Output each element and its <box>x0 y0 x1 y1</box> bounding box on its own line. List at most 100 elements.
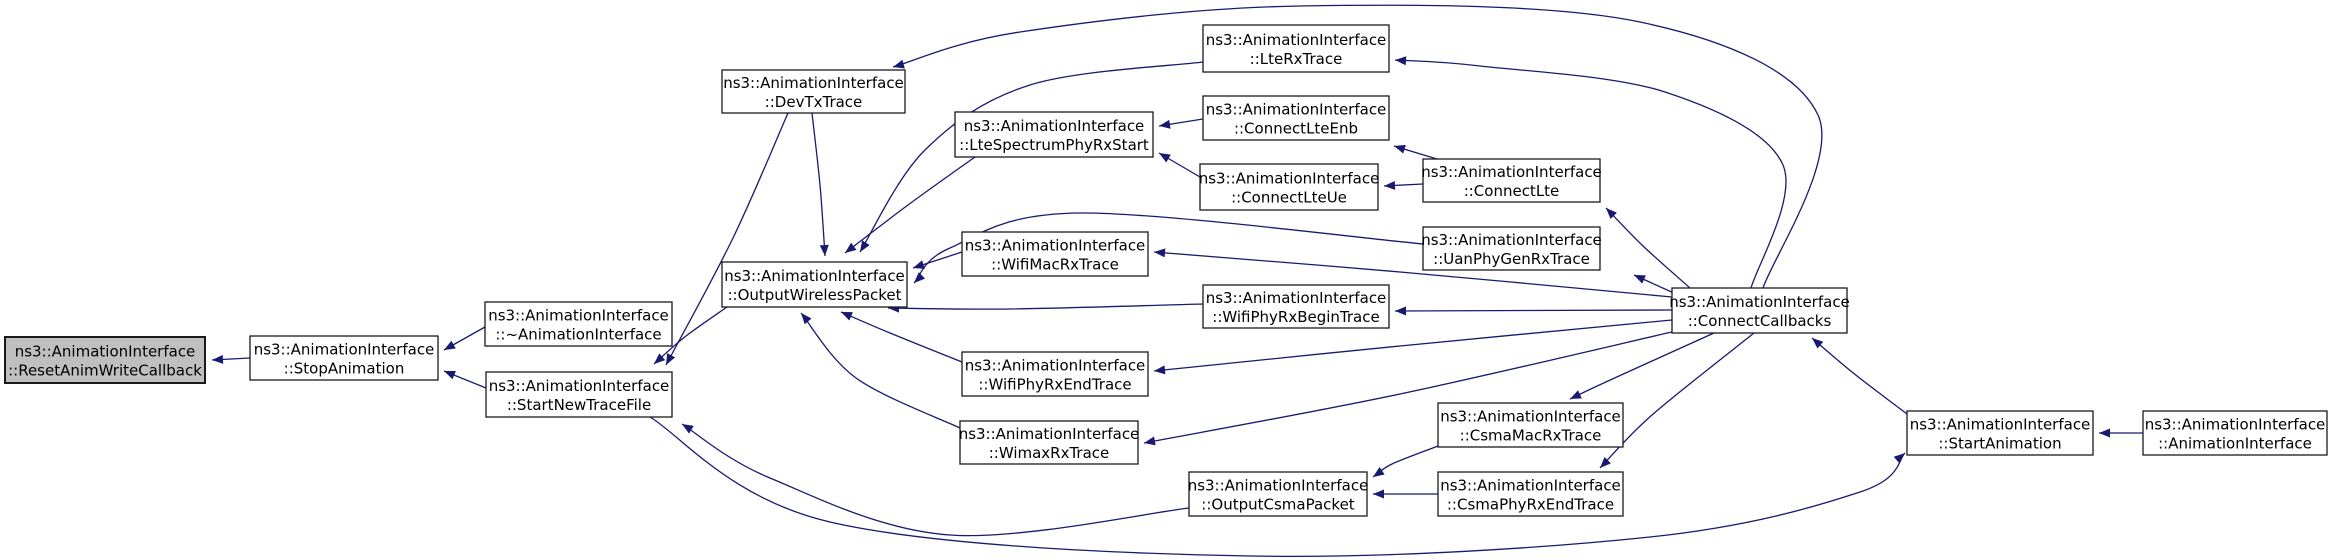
node-label-wifi-phy-rx-end-trace-line1: ns3::AnimationInterface <box>965 357 1146 375</box>
node-wifi-phy-rx-begin-trace[interactable]: ns3::AnimationInterface::WifiPhyRxBeginT… <box>1202 284 1390 329</box>
node-box-wimax-rx-trace[interactable] <box>959 420 1139 465</box>
node-label-wifi-mac-rx-trace-line1: ns3::AnimationInterface <box>965 237 1146 255</box>
edge-connect-callbacks-to-dev-tx-trace <box>892 4 1823 289</box>
node-wimax-rx-trace[interactable]: ns3::AnimationInterface::WimaxRxTrace <box>959 420 1140 465</box>
node-box-wifi-mac-rx-trace[interactable] <box>961 231 1149 277</box>
node-label-csma-mac-rx-trace-line1: ns3::AnimationInterface <box>1440 408 1621 426</box>
node-dtor-animation-interface[interactable]: ns3::AnimationInterface::~AnimationInter… <box>484 301 673 347</box>
node-csma-mac-rx-trace[interactable]: ns3::AnimationInterface::CsmaMacRxTrace <box>1437 402 1624 448</box>
node-box-connect-callbacks[interactable] <box>1671 287 1848 334</box>
node-box-lte-spectrum-phy-rx-start[interactable] <box>954 111 1154 158</box>
node-box-animation-interface[interactable] <box>2142 410 2328 456</box>
node-label-connect-callbacks-line2: ::ConnectCallbacks <box>1688 312 1832 330</box>
node-box-output-wireless-packet[interactable] <box>721 261 908 308</box>
node-label-wifi-phy-rx-begin-trace-line2: ::WifiPhyRxBeginTrace <box>1212 308 1379 326</box>
node-label-connect-lte-ue-line1: ns3::AnimationInterface <box>1199 170 1380 188</box>
node-start-animation[interactable]: ns3::AnimationInterface::StartAnimation <box>1906 410 2094 456</box>
edge-connect-lte-enb-to-lte-spectrum-phy-rx-start <box>1158 118 1204 129</box>
edge-wifi-phy-rx-begin-trace-to-output-wireless-packet <box>887 303 1204 313</box>
node-label-dev-tx-trace-line1: ns3::AnimationInterface <box>723 74 904 92</box>
node-label-dtor-animation-interface-line2: ::~AnimationInterface <box>495 326 661 344</box>
node-dev-tx-trace[interactable]: ns3::AnimationInterface::DevTxTrace <box>721 69 906 114</box>
node-box-wifi-phy-rx-begin-trace[interactable] <box>1202 284 1390 329</box>
node-label-connect-lte-enb-line1: ns3::AnimationInterface <box>1206 101 1387 119</box>
node-label-output-wireless-packet-line2: ::OutputWirelessPacket <box>727 286 901 304</box>
node-box-output-csma-packet[interactable] <box>1188 471 1368 517</box>
node-label-connect-lte-enb-line2: ::ConnectLteEnb <box>1234 120 1358 138</box>
edge-connect-callbacks-to-wifi-phy-rx-begin-trace <box>1394 306 1673 316</box>
edge-connect-callbacks-to-csma-phy-rx-end-trace <box>1599 332 1755 469</box>
node-box-csma-phy-rx-end-trace[interactable] <box>1437 471 1624 517</box>
node-box-connect-lte-ue[interactable] <box>1199 163 1379 211</box>
node-label-lte-rx-trace-line1: ns3::AnimationInterface <box>1206 31 1387 49</box>
edge-csma-mac-rx-trace-to-output-csma-packet <box>1372 445 1439 478</box>
edge-connect-callbacks-to-lte-rx-trace <box>1394 56 1787 289</box>
edge-dev-tx-trace-to-output-wireless-packet <box>811 112 829 257</box>
edge-uan-phy-gen-rx-trace-to-output-wireless-packet <box>913 212 1424 284</box>
node-animation-interface[interactable]: ns3::AnimationInterface::AnimationInterf… <box>2142 410 2328 456</box>
edge-connect-callbacks-to-wimax-rx-trace <box>1143 330 1677 446</box>
node-label-wimax-rx-trace-line2: ::WimaxRxTrace <box>989 444 1110 462</box>
node-label-csma-phy-rx-end-trace-line1: ns3::AnimationInterface <box>1440 477 1621 495</box>
node-lte-rx-trace[interactable]: ns3::AnimationInterface::LteRxTrace <box>1202 24 1390 73</box>
node-label-output-wireless-packet-line1: ns3::AnimationInterface <box>724 267 905 285</box>
node-csma-phy-rx-end-trace[interactable]: ns3::AnimationInterface::CsmaPhyRxEndTra… <box>1437 471 1624 517</box>
node-wifi-mac-rx-trace[interactable]: ns3::AnimationInterface::WifiMacRxTrace <box>961 231 1149 277</box>
node-box-wifi-phy-rx-end-trace[interactable] <box>961 351 1149 397</box>
edge-connect-callbacks-to-csma-mac-rx-trace <box>1569 332 1715 400</box>
node-box-dtor-animation-interface[interactable] <box>484 301 673 347</box>
edge-connect-lte-to-connect-lte-ue <box>1383 180 1424 190</box>
node-output-csma-packet[interactable]: ns3::AnimationInterface::OutputCsmaPacke… <box>1188 471 1369 517</box>
node-box-start-animation[interactable] <box>1906 410 2094 456</box>
node-box-start-new-trace-file[interactable] <box>485 371 673 418</box>
edge-start-new-trace-file-to-stop-animation <box>443 370 487 389</box>
node-label-start-new-trace-file-line1: ns3::AnimationInterface <box>489 377 670 395</box>
node-label-start-animation-line1: ns3::AnimationInterface <box>1910 416 2091 434</box>
node-label-uan-phy-gen-rx-trace-line2: ::UanPhyGenRxTrace <box>1433 250 1590 268</box>
node-box-dev-tx-trace[interactable] <box>721 69 906 114</box>
node-label-wifi-phy-rx-begin-trace-line1: ns3::AnimationInterface <box>1206 289 1387 307</box>
node-label-output-csma-packet-line1: ns3::AnimationInterface <box>1188 477 1369 495</box>
node-box-reset-anim-write-callback[interactable] <box>4 336 206 384</box>
edge-wifi-phy-rx-end-trace-to-output-wireless-packet <box>840 311 963 363</box>
node-label-wimax-rx-trace-line1: ns3::AnimationInterface <box>959 425 1140 443</box>
node-output-wireless-packet[interactable]: ns3::AnimationInterface::OutputWirelessP… <box>721 261 908 308</box>
node-box-stop-animation[interactable] <box>249 335 439 381</box>
node-lte-spectrum-phy-rx-start[interactable]: ns3::AnimationInterface::LteSpectrumPhyR… <box>954 111 1154 158</box>
edge-output-wireless-packet-to-start-new-trace-file <box>653 306 728 365</box>
edge-lte-rx-trace-to-output-wireless-packet <box>859 61 1204 253</box>
node-label-wifi-phy-rx-end-trace-line2: ::WifiPhyRxEndTrace <box>978 376 1131 394</box>
node-connect-lte-enb[interactable]: ns3::AnimationInterface::ConnectLteEnb <box>1202 95 1390 141</box>
node-label-uan-phy-gen-rx-trace-line1: ns3::AnimationInterface <box>1421 231 1602 249</box>
nodes-layer: ns3::AnimationInterface::ResetAnimWriteC… <box>4 24 2328 517</box>
node-wifi-phy-rx-end-trace[interactable]: ns3::AnimationInterface::WifiPhyRxEndTra… <box>961 351 1149 397</box>
node-box-connect-lte[interactable] <box>1422 158 1601 203</box>
node-label-csma-mac-rx-trace-line2: ::CsmaMacRxTrace <box>1460 427 1602 445</box>
node-connect-lte-ue[interactable]: ns3::AnimationInterface::ConnectLteUe <box>1199 163 1380 211</box>
node-box-uan-phy-gen-rx-trace[interactable] <box>1422 226 1601 271</box>
node-uan-phy-gen-rx-trace[interactable]: ns3::AnimationInterface::UanPhyGenRxTrac… <box>1421 226 1602 271</box>
node-label-reset-anim-write-callback-line1: ns3::AnimationInterface <box>15 343 196 361</box>
node-label-connect-lte-ue-line2: ::ConnectLteUe <box>1231 189 1347 207</box>
node-reset-anim-write-callback[interactable]: ns3::AnimationInterface::ResetAnimWriteC… <box>4 336 206 384</box>
node-connect-callbacks[interactable]: ns3::AnimationInterface::ConnectCallback… <box>1669 287 1850 334</box>
node-box-connect-lte-enb[interactable] <box>1202 95 1390 141</box>
node-label-connect-lte-line2: ::ConnectLte <box>1464 182 1560 200</box>
node-connect-lte[interactable]: ns3::AnimationInterface::ConnectLte <box>1421 158 1602 203</box>
node-box-lte-rx-trace[interactable] <box>1202 24 1390 73</box>
node-stop-animation[interactable]: ns3::AnimationInterface::StopAnimation <box>249 335 439 381</box>
edge-connect-callbacks-to-wifi-phy-rx-end-trace <box>1153 319 1673 375</box>
edge-wimax-rx-trace-to-output-wireless-packet <box>800 312 961 429</box>
node-label-start-animation-line2: ::StartAnimation <box>1938 435 2061 453</box>
node-label-output-csma-packet-line2: ::OutputCsmaPacket <box>1201 496 1354 514</box>
edge-start-new-trace-file-to-start-animation <box>649 416 1906 558</box>
edge-connect-lte-ue-to-lte-spectrum-phy-rx-start <box>1158 152 1201 178</box>
node-label-csma-phy-rx-end-trace-line2: ::CsmaPhyRxEndTrace <box>1447 496 1614 514</box>
node-label-animation-interface-line1: ns3::AnimationInterface <box>2145 416 2326 434</box>
node-start-new-trace-file[interactable]: ns3::AnimationInterface::StartNewTraceFi… <box>485 371 673 418</box>
node-box-csma-mac-rx-trace[interactable] <box>1437 402 1624 448</box>
node-label-lte-spectrum-phy-rx-start-line2: ::LteSpectrumPhyRxStart <box>959 136 1149 154</box>
edge-dev-tx-trace-to-start-new-trace-file <box>665 112 789 366</box>
node-label-dtor-animation-interface-line1: ns3::AnimationInterface <box>488 307 669 325</box>
